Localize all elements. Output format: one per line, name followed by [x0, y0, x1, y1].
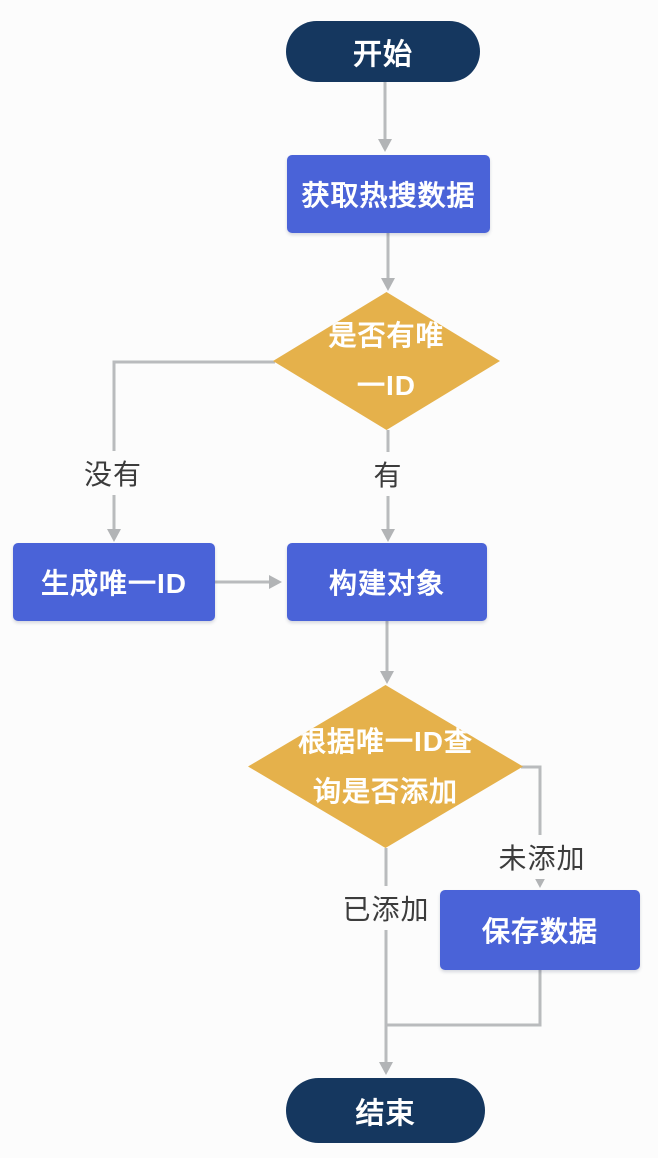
end-node-label: 结束 — [355, 1097, 416, 1130]
fetch-hot-search-node: 获取热搜数据 — [287, 155, 490, 233]
edge-label-added: 已添加 — [335, 886, 437, 930]
generate-unique-id-node: 生成唯一ID — [13, 543, 215, 621]
has-unique-id-line1: 是否有唯 — [328, 320, 445, 351]
edge-label-no: 没有 — [76, 451, 150, 495]
arrowhead-build-left — [269, 575, 282, 589]
build-object-node: 构建对象 — [287, 543, 487, 621]
edge-save-to-merge — [386, 970, 542, 1027]
check-added-line2: 询是否添加 — [312, 775, 458, 807]
arrowhead-fetch — [378, 139, 392, 152]
fetch-hot-search-label: 获取热搜数据 — [301, 180, 476, 211]
arrowhead-genid — [107, 529, 121, 542]
end-node: 结束 — [286, 1078, 485, 1143]
save-data-label: 保存数据 — [481, 916, 598, 947]
save-data-node: 保存数据 — [440, 890, 640, 970]
edge-hasid-to-genid — [112, 360, 275, 529]
start-node-label: 开始 — [352, 38, 413, 71]
generate-unique-id-label: 生成唯一ID — [40, 568, 187, 599]
edge-label-yes: 有 — [366, 452, 410, 496]
arrowhead-check — [380, 671, 394, 684]
has-unique-id-line2: 一ID — [356, 370, 416, 401]
arrowhead-hasid — [381, 278, 395, 291]
edge-label-not-added: 未添加 — [491, 835, 593, 879]
arrowhead-end — [379, 1062, 393, 1075]
build-object-label: 构建对象 — [328, 568, 445, 599]
arrowhead-build-top — [381, 529, 395, 542]
check-added-line1: 根据唯一ID查 — [297, 725, 473, 757]
start-node: 开始 — [286, 21, 480, 82]
